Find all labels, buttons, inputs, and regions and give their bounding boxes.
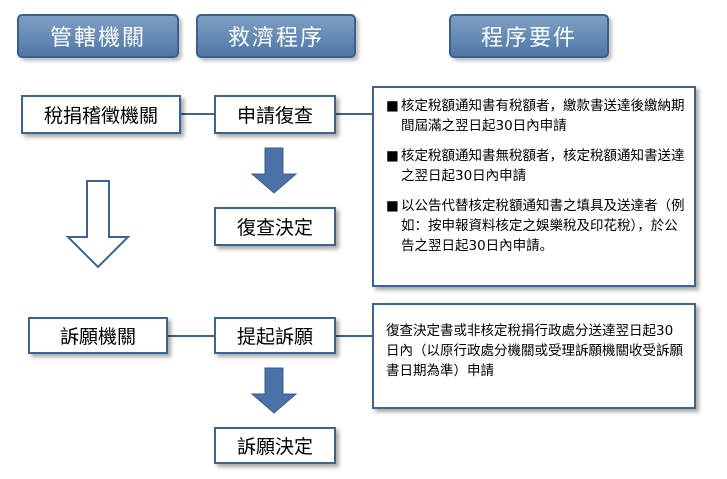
header-procedure: 救濟程序	[196, 14, 356, 58]
review-requirement-item: ■ 以公告代替核定稅額通知書之填具及送達者（例如：按申報資料核定之娛樂稅及印花稅…	[386, 196, 686, 256]
bullet-square-icon: ■	[386, 198, 399, 214]
review-requirement-text: 以公告代替核定稅額通知書之填具及送達者（例如：按申報資料核定之娛樂稅及印花稅），…	[401, 198, 685, 254]
review-requirement-item: ■ 核定稅額通知書無稅額者，核定稅額通知書送達之翌日起30日內申請	[386, 146, 686, 186]
header-authority: 管轄機關	[17, 14, 179, 58]
review-requirements-box: ■ 核定稅額通知書有稅額者，繳款書送達後繳納期間屆滿之翌日起30日內申請 ■ 核…	[372, 86, 696, 287]
header-requirements: 程序要件	[449, 14, 609, 58]
header-procedure-label: 救濟程序	[227, 26, 324, 51]
petition-requirement-text: 復查決定書或非核定稅捐行政處分送達翌日起30日內（以原行政處分機關或受理訴願機關…	[386, 323, 683, 379]
down-arrow-petition	[250, 367, 298, 414]
review-requirement-text: 核定稅額通知書有稅額者，繳款書送達後繳納期間屆滿之翌日起30日內申請	[401, 98, 685, 134]
header-requirements-label: 程序要件	[480, 26, 577, 51]
hollow-down-arrow	[65, 180, 131, 269]
bullet-square-icon: ■	[386, 148, 399, 164]
tax-authority-label: 稅捐稽徵機關	[43, 105, 158, 127]
petition-decision-label: 訴願決定	[236, 436, 313, 458]
petition-authority-label: 訴願機關	[59, 326, 136, 348]
apply-review-box: 申請復查	[214, 95, 336, 134]
petition-decision-box: 訴願決定	[214, 427, 336, 464]
bullet-square-icon: ■	[386, 98, 399, 114]
review-requirement-item: ■ 核定稅額通知書有稅額者，繳款書送達後繳納期間屆滿之翌日起30日內申請	[386, 96, 686, 136]
file-petition-box: 提起訴願	[214, 317, 336, 354]
review-requirement-text: 核定稅額通知書無稅額者，核定稅額通知書送達之翌日起30日內申請	[401, 148, 685, 184]
file-petition-label: 提起訴願	[236, 326, 313, 348]
review-decision-box: 復查決定	[214, 207, 336, 246]
down-arrow-review	[250, 147, 298, 194]
apply-review-label: 申請復查	[236, 105, 313, 127]
review-decision-label: 復查決定	[236, 217, 313, 239]
petition-authority-box: 訴願機關	[28, 317, 168, 354]
header-authority-label: 管轄機關	[49, 26, 146, 51]
tax-authority-box: 稅捐稽徵機關	[21, 95, 181, 134]
petition-requirements-box: 復查決定書或非核定稅捐行政處分送達翌日起30日內（以原行政處分機關或受理訴願機關…	[372, 303, 696, 409]
